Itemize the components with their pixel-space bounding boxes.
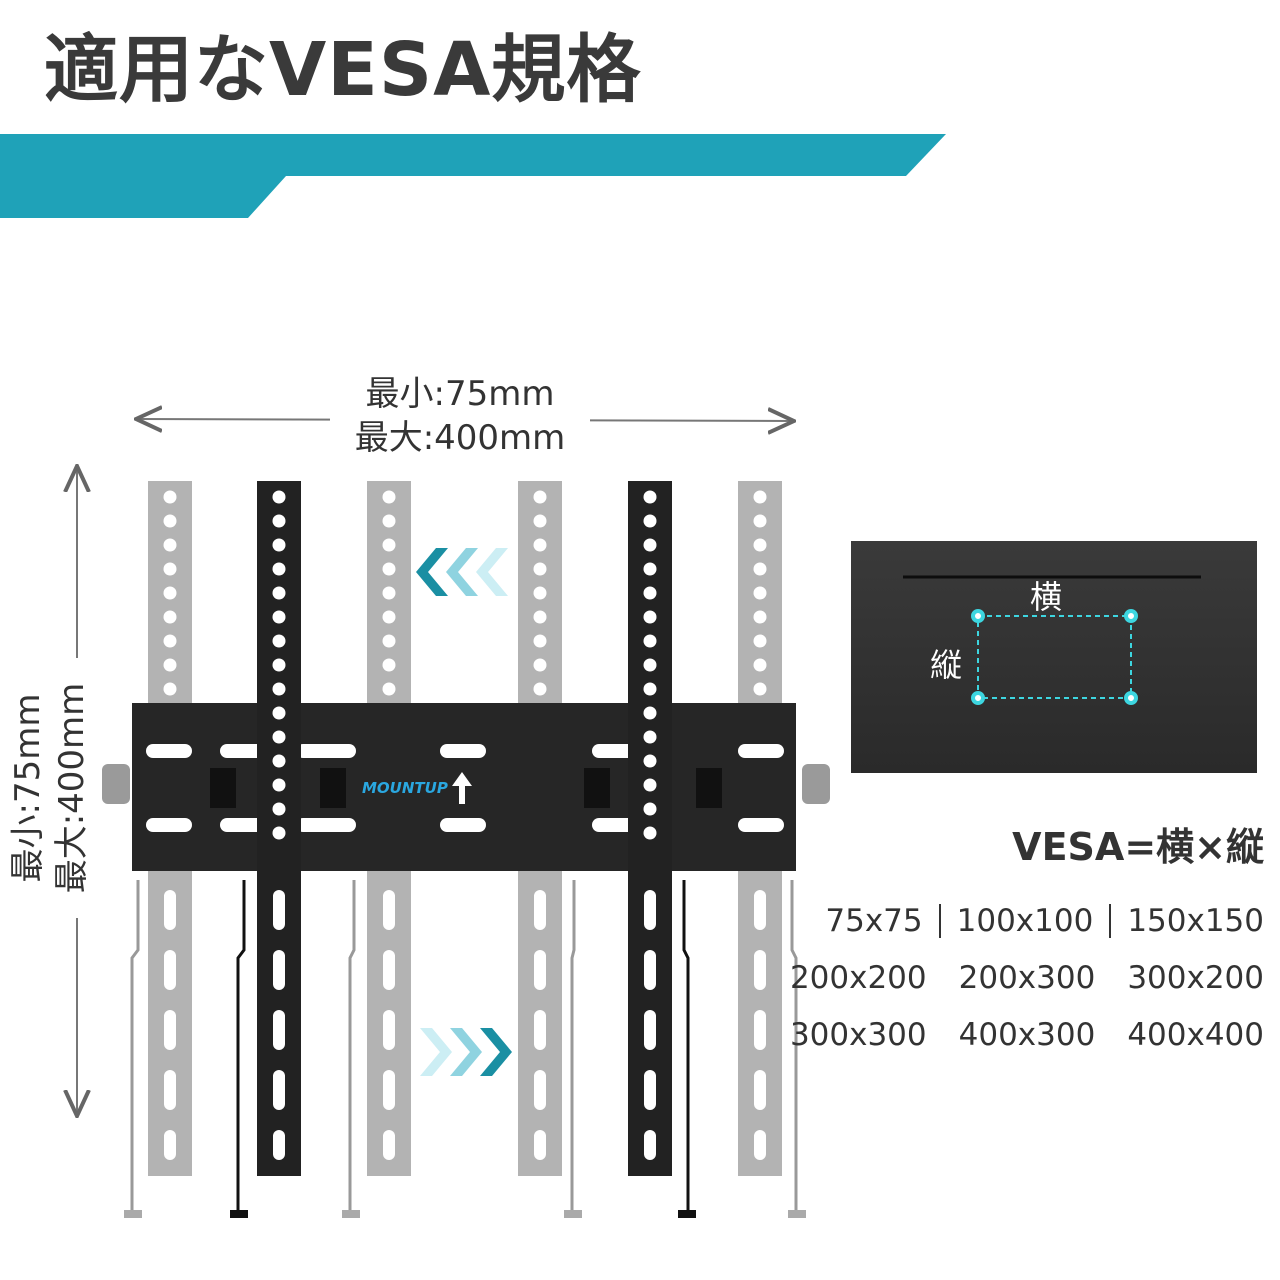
size-row: 200x200 200x300 300x200 [790, 949, 1264, 1006]
rail-dark-2 [628, 481, 672, 1176]
height-dimension-label: 最小:75mm 最大:400mm [6, 658, 94, 918]
size-value: 200x200 [789, 959, 927, 996]
separator [938, 903, 941, 938]
header-accent-band [0, 134, 946, 218]
vertical-label: 縦 [930, 646, 963, 684]
chevrons-right-icon [420, 1028, 512, 1076]
vesa-size-list: 75x75 100x100 150x150 200x200 200x300 30… [790, 892, 1264, 1063]
horizontal-label: 横 [1030, 578, 1063, 616]
rail-dark-1 [257, 481, 301, 1176]
height-max-label: 最大:400mm [52, 682, 92, 894]
vesa-formula: VESA=横×縦 [1012, 825, 1264, 869]
size-value: 400x400 [1127, 1016, 1264, 1053]
size-row: 300x300 400x300 400x400 [790, 1006, 1264, 1063]
size-value: 100x100 [956, 902, 1094, 939]
page-title: 適用なVESA規格 [44, 27, 642, 113]
tv-mount-illustration: MOUNTUP [102, 481, 830, 1218]
separator [1109, 903, 1112, 938]
size-value: 75x75 [825, 902, 923, 939]
size-value: 300x200 [1127, 959, 1264, 996]
height-min-label: 最小:75mm [8, 693, 48, 883]
size-value: 150x150 [1127, 902, 1264, 939]
chevrons-left-icon [416, 548, 508, 596]
brand-logo: MOUNTUP [362, 779, 448, 797]
safety-cords [130, 880, 798, 1212]
width-max-label: 最大:400mm [354, 418, 566, 458]
size-value: 400x300 [958, 1016, 1096, 1053]
size-value: 300x300 [789, 1016, 927, 1053]
vesa-panel-diagram [851, 541, 1257, 773]
size-value: 200x300 [958, 959, 1096, 996]
width-min-label: 最小:75mm [365, 374, 555, 414]
size-row: 75x75 100x100 150x150 [820, 892, 1264, 949]
wall-plate: MOUNTUP [102, 703, 830, 871]
width-dimension-label: 最小:75mm 最大:400mm [330, 372, 590, 460]
